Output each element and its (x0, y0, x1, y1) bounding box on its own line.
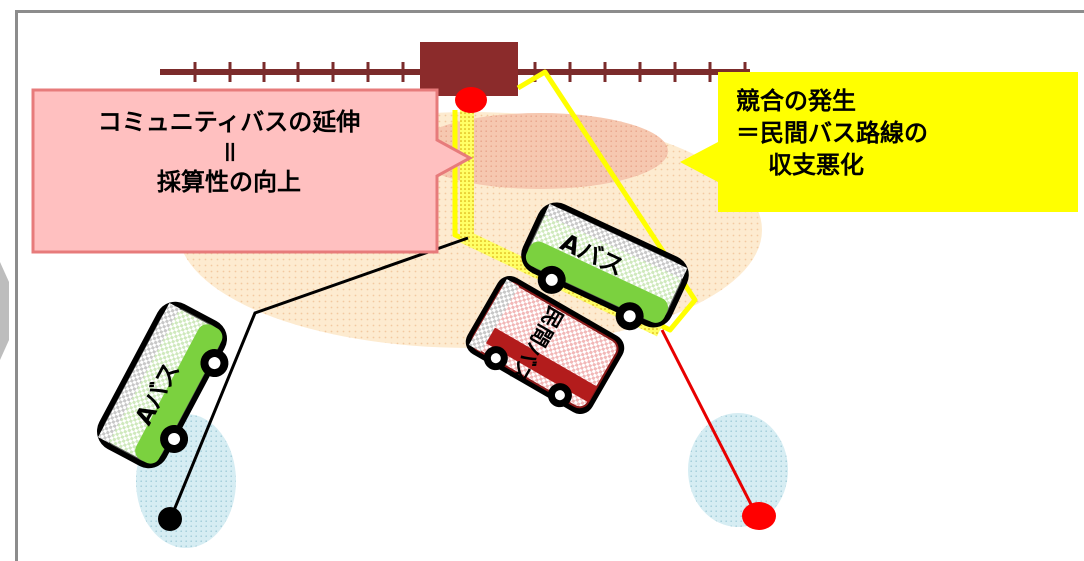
overlap-area (412, 113, 668, 189)
competition-callout-line3: 収支悪化 (768, 151, 864, 179)
competition-callout-text: 競合の発生 ＝民間バス路線の 収支悪化 (736, 86, 928, 182)
stop-area-right (688, 413, 788, 527)
private-bus (465, 276, 625, 414)
community-bus-stop (158, 507, 182, 531)
competition-callout-box (680, 72, 1078, 212)
yellow-competing-route (452, 69, 698, 333)
a-bus-left (96, 301, 229, 469)
private-bus-stop (742, 502, 776, 530)
competition-callout-line1: 競合の発生 (736, 87, 856, 115)
community-bus-route (168, 236, 469, 521)
community-callout-text: コミュニティバスの延伸 ＝ 採算性の向上 (50, 107, 408, 197)
private-bus-route (660, 329, 760, 519)
station-bus-stop (455, 87, 487, 113)
competition-callout-line2: ＝民間バス路線の (736, 119, 928, 147)
station-building (420, 42, 518, 96)
left-chevron-marker (0, 262, 9, 360)
community-callout-line3: 採算性の向上 (157, 168, 301, 196)
a-bus-top (521, 202, 689, 331)
community-callout-line1: コミュニティバスの延伸 (97, 108, 361, 136)
community-callout-box (31, 88, 474, 254)
community-callout-line2: ＝ (215, 140, 243, 164)
